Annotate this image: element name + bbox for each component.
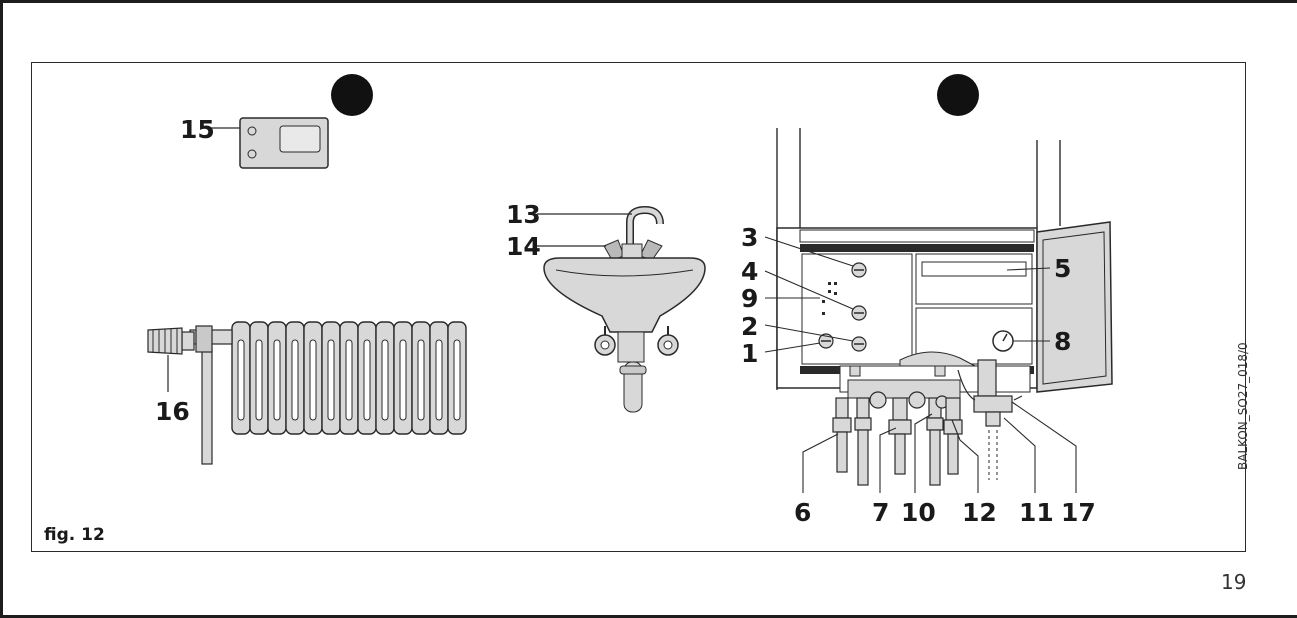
callout-13: 13 bbox=[506, 200, 541, 229]
callout-3: 3 bbox=[741, 223, 759, 252]
section-marker-left bbox=[331, 74, 373, 116]
callout-1: 1 bbox=[741, 339, 759, 368]
callout-16: 16 bbox=[155, 397, 190, 426]
callout-6: 6 bbox=[794, 498, 812, 527]
callout-5: 5 bbox=[1054, 254, 1072, 283]
callout-8: 8 bbox=[1054, 327, 1072, 356]
radiator bbox=[147, 321, 467, 465]
callout-12: 12 bbox=[962, 498, 997, 527]
callout-4: 4 bbox=[741, 257, 759, 286]
figure-box bbox=[31, 62, 1246, 552]
callout-10: 10 bbox=[901, 498, 936, 527]
figure-caption: fig. 12 bbox=[44, 525, 105, 545]
page-number: 19 bbox=[1221, 570, 1247, 594]
boiler bbox=[776, 128, 1113, 486]
section-marker-right bbox=[937, 74, 979, 116]
room-thermostat bbox=[211, 117, 329, 169]
washbasin bbox=[537, 205, 706, 413]
callout-2: 2 bbox=[741, 312, 759, 341]
leader-lines bbox=[764, 236, 1077, 493]
callout-17: 17 bbox=[1061, 498, 1096, 527]
callout-15: 15 bbox=[180, 115, 215, 144]
callout-9: 9 bbox=[741, 284, 759, 313]
callout-14: 14 bbox=[506, 232, 541, 261]
callout-7: 7 bbox=[872, 498, 890, 527]
callout-11: 11 bbox=[1019, 498, 1054, 527]
figure-code: BALKON_SO27_018/0 bbox=[1236, 342, 1250, 470]
